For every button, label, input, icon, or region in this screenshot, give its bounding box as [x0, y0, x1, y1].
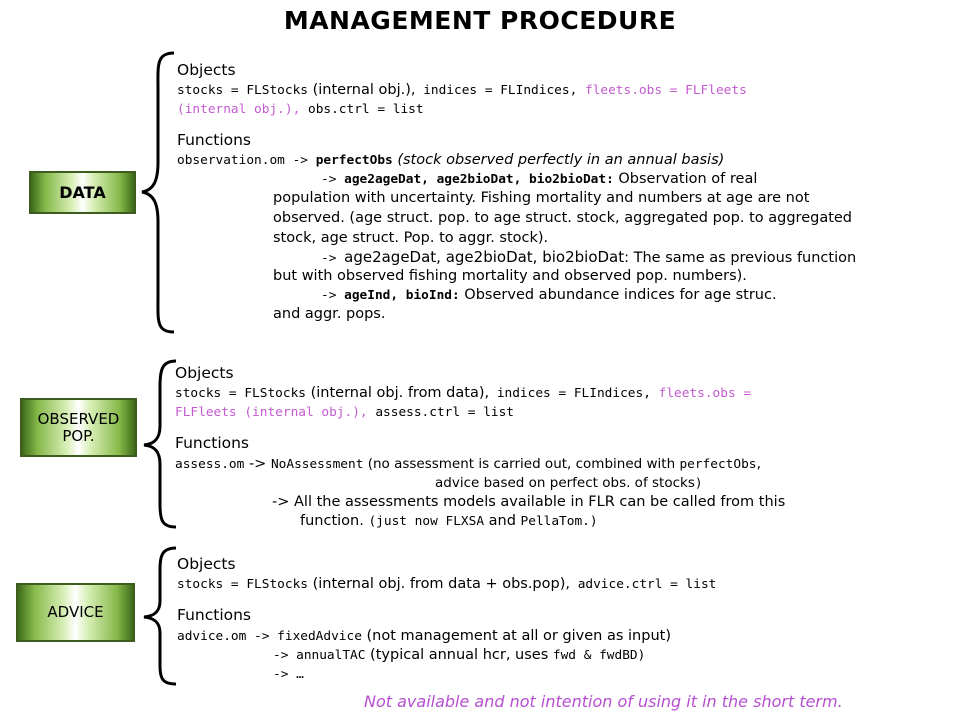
- data-functions-line-9: and aggr. pops.: [273, 306, 386, 322]
- observed-objects-heading: Objects: [175, 364, 234, 382]
- advice-objects-heading: Objects: [177, 555, 236, 573]
- data-objects-heading: Objects: [177, 61, 236, 79]
- observed-objects-line-1: stocks = FLStocks (internal obj. from da…: [175, 385, 752, 401]
- advice-objects-line-1: stocks = FLStocks (internal obj. from da…: [177, 576, 717, 592]
- data-functions-line-6: -> age2ageDat, age2bioDat, bio2bioDat: T…: [321, 248, 857, 266]
- advice-functions-heading: Functions: [177, 606, 252, 624]
- advice-functions-line-1: advice.om -> fixedAdvice (not management…: [177, 628, 671, 644]
- data-objects-line-2: (internal obj.), obs.ctrl = list: [177, 102, 424, 117]
- observed-pop-brace: [143, 359, 177, 529]
- observed-functions-line-2: advice based on perfect obs. of stocks): [435, 475, 703, 491]
- observed-objects-line-2: FLFleets (internal obj.), assess.ctrl = …: [175, 405, 515, 420]
- data-brace: [141, 51, 175, 334]
- data-box: DATA: [29, 171, 136, 214]
- data-functions-line-4: observed. (age struct. pop. to age struc…: [273, 210, 853, 226]
- data-functions-line-2: -> age2ageDat, age2bioDat, bio2bioDat: O…: [321, 171, 758, 187]
- page-title: MANAGEMENT PROCEDURE: [283, 6, 677, 35]
- data-functions-heading: Functions: [177, 131, 252, 149]
- data-functions-line-5: stock, age struct. Pop. to aggr. stock).: [273, 230, 549, 246]
- advice-brace: [143, 546, 177, 686]
- data-functions-line-3: population with uncertainty. Fishing mor…: [273, 190, 810, 206]
- footnote: Not available and not intention of using…: [364, 692, 843, 711]
- data-functions-line-8: -> ageInd, bioInd: Observed abundance in…: [321, 287, 777, 303]
- observed-pop-label-1: OBSERVED: [37, 409, 120, 428]
- advice-box-label: ADVICE: [47, 603, 104, 621]
- observed-functions-heading: Functions: [175, 434, 250, 452]
- observed-functions-line-3: -> All the assessments models available …: [272, 494, 786, 510]
- observed-pop-box: OBSERVED POP.: [20, 398, 137, 457]
- advice-functions-line-3: -> …: [273, 667, 304, 682]
- data-functions-line-1: observation.om -> perfectObs (stock obse…: [177, 152, 725, 168]
- data-functions-line-7: but with observed fishing mortality and …: [273, 268, 747, 284]
- observed-functions-line-1: assess.om -> NoAssessment (no assessment…: [175, 456, 762, 472]
- observed-functions-line-4: function. (just now FLXSA and PellaTom.): [300, 513, 598, 529]
- advice-functions-line-2: -> annualTAC (typical annual hcr, uses f…: [273, 647, 646, 663]
- data-box-label: DATA: [59, 183, 106, 202]
- advice-box: ADVICE: [16, 583, 135, 642]
- data-objects-line-1: stocks = FLStocks (internal obj.), indic…: [177, 82, 747, 98]
- observed-pop-label-2: POP.: [62, 426, 95, 445]
